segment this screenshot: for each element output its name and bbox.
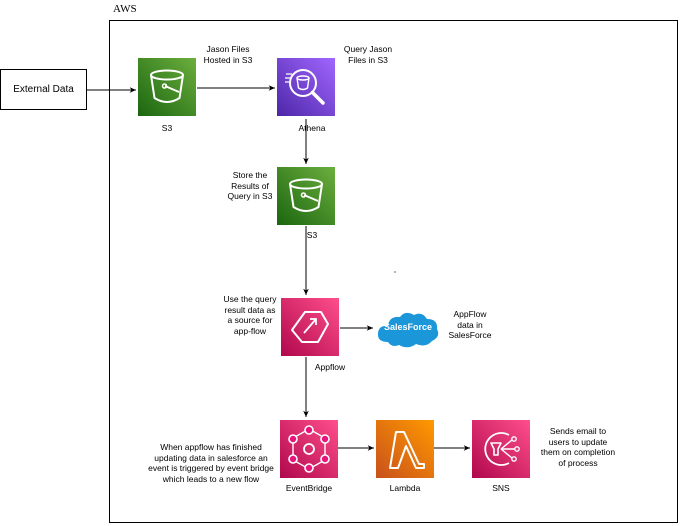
s3-source-label: S3 bbox=[161, 123, 173, 133]
sns-label: SNS bbox=[492, 483, 510, 493]
external-data-node[interactable]: External Data bbox=[0, 69, 87, 110]
s3-results-label: S3 bbox=[306, 230, 318, 240]
s3-source-node[interactable] bbox=[138, 58, 196, 121]
athena-node[interactable] bbox=[277, 58, 335, 121]
eventbridge-icon bbox=[280, 420, 338, 478]
salesforce-label: SalesForce bbox=[383, 322, 433, 332]
appflow-icon bbox=[281, 298, 339, 356]
s3-bucket-icon bbox=[138, 58, 196, 116]
lambda-label: Lambda bbox=[389, 483, 421, 493]
external-data-label: External Data bbox=[13, 84, 74, 95]
salesforce-node[interactable]: SalesForce bbox=[374, 308, 442, 350]
eventbridge-node[interactable] bbox=[280, 420, 338, 483]
stray-dot bbox=[394, 271, 396, 273]
sns-node[interactable] bbox=[472, 420, 530, 483]
aws-group-label: AWS bbox=[113, 3, 137, 15]
lambda-icon bbox=[376, 420, 434, 478]
aws-group-container bbox=[109, 20, 678, 523]
appflow-label: Appflow bbox=[314, 362, 346, 372]
sns-icon bbox=[472, 420, 530, 478]
eventbridge-label: EventBridge bbox=[285, 483, 333, 493]
athena-icon bbox=[277, 58, 335, 116]
cloud-icon bbox=[377, 312, 439, 348]
s3-bucket-icon bbox=[277, 167, 335, 225]
lambda-node[interactable] bbox=[376, 420, 434, 483]
athena-label: Athena bbox=[298, 123, 326, 133]
appflow-node[interactable] bbox=[281, 298, 339, 361]
s3-results-node[interactable] bbox=[277, 167, 335, 230]
